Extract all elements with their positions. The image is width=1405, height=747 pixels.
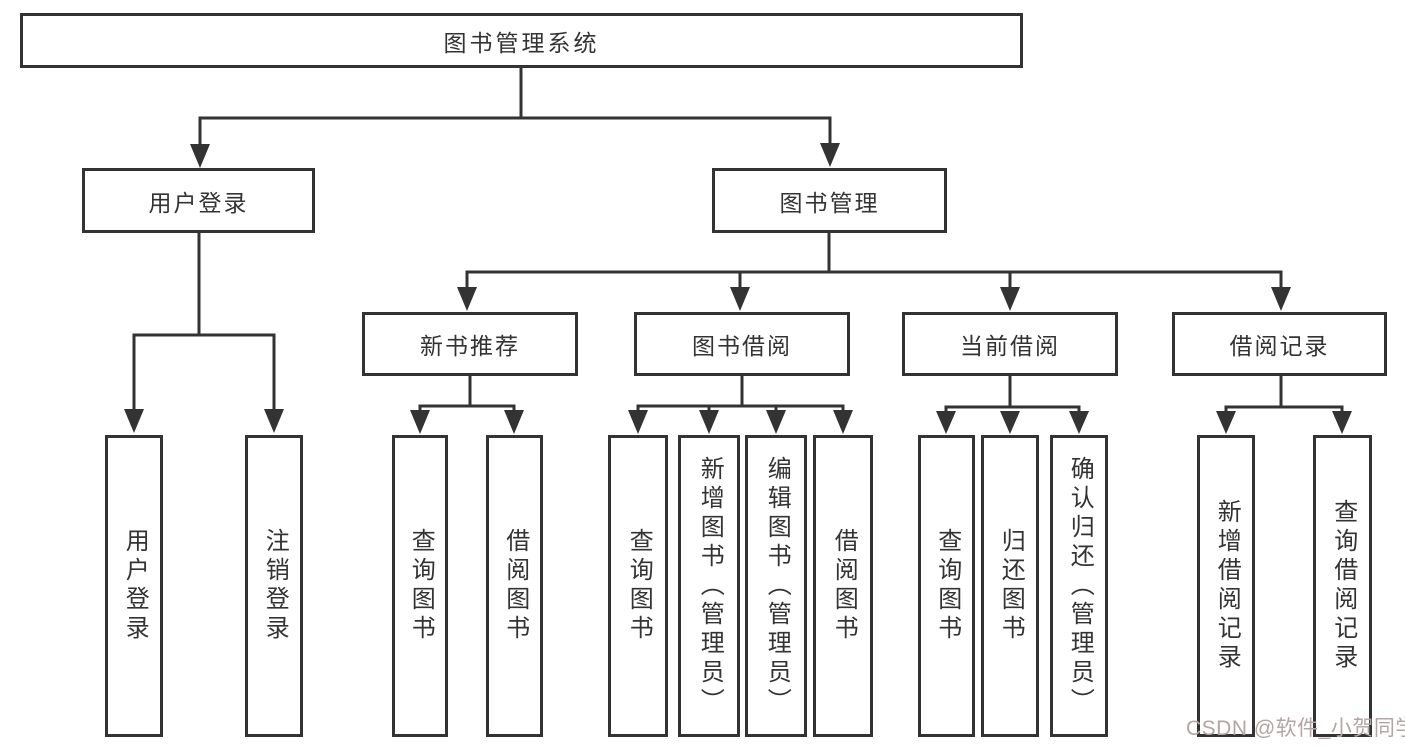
connector-root xyxy=(198,67,832,146)
branch-book-mgmt: 图书管理 xyxy=(712,168,947,233)
leaf-label: 用户登录 xyxy=(121,528,149,644)
group-label: 借阅记录 xyxy=(1229,333,1330,359)
leaf-borrow-books-recommend: 借阅图书 xyxy=(486,435,543,737)
group-label: 新书推荐 xyxy=(420,333,520,359)
group-new-book-recommend: 新书推荐 xyxy=(362,312,578,376)
arrowhead xyxy=(1000,287,1020,311)
leaf-label: 借阅图书 xyxy=(830,528,858,644)
arrowhead xyxy=(264,409,284,433)
arrowhead xyxy=(1216,411,1236,434)
leaf-query-books-borrow: 查询图书 xyxy=(608,435,668,737)
watermark: CSDN @软件_小贺同学 xyxy=(1186,717,1405,740)
leaf-label: 确认归还（管理员） xyxy=(1066,455,1094,717)
connector-user-login xyxy=(132,233,276,410)
arrowhead xyxy=(124,409,144,433)
group-borrow-records: 借阅记录 xyxy=(1172,312,1387,376)
group-label: 当前借阅 xyxy=(960,333,1060,359)
leaf-add-borrow-record: 新增借阅记录 xyxy=(1197,435,1255,737)
root-node-label: 图书管理系统 xyxy=(443,29,600,56)
arrowhead xyxy=(1271,287,1291,311)
leaf-query-borrow-record: 查询借阅记录 xyxy=(1313,435,1372,737)
branch-label: 图书管理 xyxy=(779,189,880,216)
arrowhead xyxy=(820,143,840,167)
group-book-borrow: 图书借阅 xyxy=(634,312,850,376)
branch-user-login: 用户登录 xyxy=(82,168,315,233)
group-current-borrow: 当前借阅 xyxy=(902,312,1118,376)
leaf-label: 查询图书 xyxy=(407,528,435,644)
leaf-label: 编辑图书（管理员） xyxy=(763,455,791,717)
leaf-user-login: 用户登录 xyxy=(105,435,163,737)
arrowhead xyxy=(699,410,719,434)
leaf-query-books-recommend: 查询图书 xyxy=(392,435,448,737)
leaf-logout: 注销登录 xyxy=(245,435,303,737)
leaf-confirm-return-admin: 确认归还（管理员） xyxy=(1050,435,1108,737)
leaf-add-book-admin: 新增图书（管理员） xyxy=(678,435,740,737)
arrowhead xyxy=(833,410,853,434)
leaf-label: 注销登录 xyxy=(261,528,289,644)
arrowhead xyxy=(504,410,524,434)
connector-borrow-records xyxy=(1224,376,1344,413)
arrowhead xyxy=(457,287,477,311)
leaf-label: 新增图书（管理员） xyxy=(696,455,724,717)
group-label: 图书借阅 xyxy=(692,333,792,359)
leaf-label: 新增借阅记录 xyxy=(1213,499,1241,673)
branch-label: 用户登录 xyxy=(148,189,249,216)
root-node: 图书管理系统 xyxy=(20,13,1023,68)
leaf-edit-book-admin: 编辑图书（管理员） xyxy=(745,435,807,737)
leaf-label: 查询图书 xyxy=(625,528,653,644)
connector-current-borrow xyxy=(944,376,1081,413)
arrowhead xyxy=(1000,411,1020,434)
arrowhead xyxy=(936,411,956,434)
leaf-label: 归还图书 xyxy=(997,528,1025,644)
arrowhead xyxy=(410,410,430,434)
connector-new-book xyxy=(418,376,516,412)
leaf-label: 借阅图书 xyxy=(501,528,529,644)
leaf-borrow-books: 借阅图书 xyxy=(813,435,873,737)
arrowhead xyxy=(190,144,210,168)
arrowhead xyxy=(730,287,750,311)
connector-book-borrow xyxy=(636,376,845,412)
leaf-label: 查询图书 xyxy=(933,528,961,644)
leaf-label: 查询借阅记录 xyxy=(1329,499,1357,673)
leaf-return-book: 归还图书 xyxy=(981,435,1039,737)
arrowhead xyxy=(766,410,786,434)
arrowhead xyxy=(628,410,648,434)
connector-book-mgmt xyxy=(465,233,1283,288)
leaf-query-books-current: 查询图书 xyxy=(918,435,975,737)
arrowhead xyxy=(1069,411,1089,434)
arrowhead xyxy=(1332,411,1352,434)
